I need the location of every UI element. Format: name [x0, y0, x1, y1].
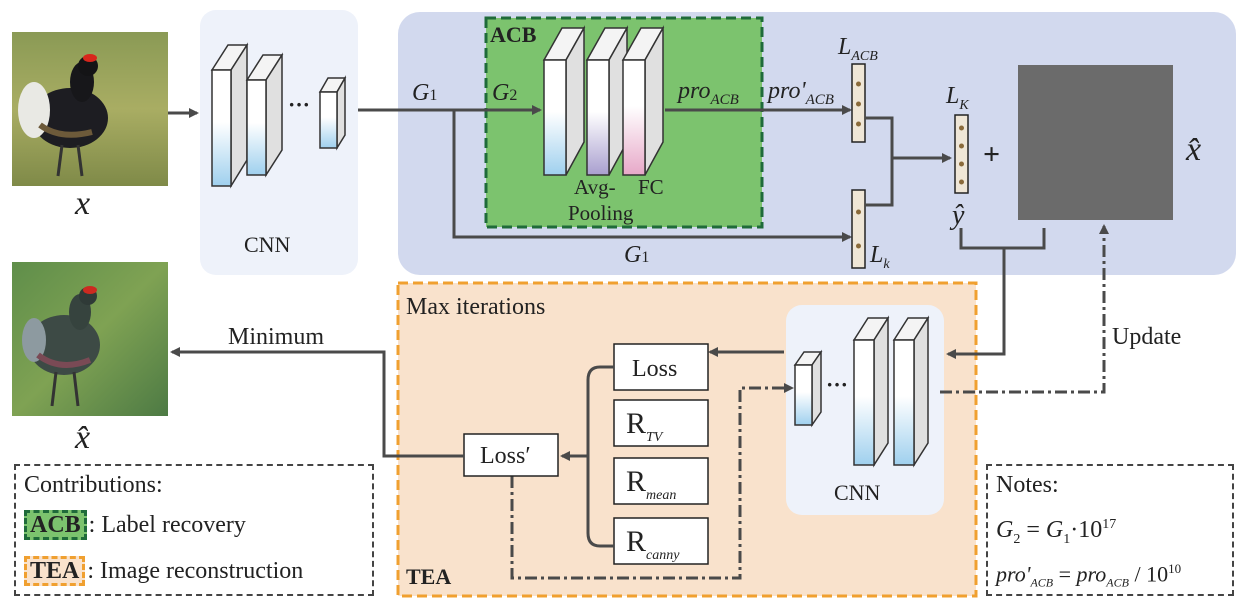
g2-label: G2: [492, 80, 517, 106]
l-acb-label: LACB: [837, 34, 878, 64]
xhat-label: x̂: [1185, 131, 1201, 168]
avgpool-label-2: Pooling: [568, 201, 634, 225]
plus-sign: +: [983, 138, 1000, 171]
arrow-lossprime-to-cnn: [510, 383, 794, 580]
acb-layers: [542, 25, 665, 176]
merge-lk: [865, 158, 894, 207]
avgpool-label-1: Avg-: [574, 175, 616, 199]
l-acb-vector: [851, 63, 866, 143]
arrow-g1-down-to-lk: [452, 110, 852, 242]
update-label: Update: [1112, 324, 1181, 350]
merge-lacb: [865, 116, 894, 158]
input-image: [12, 32, 168, 186]
max-iterations-label: Max iterations: [406, 294, 545, 320]
r-mean-text: Rmean: [626, 465, 676, 503]
acb-tag: ACB: [24, 510, 87, 540]
top-cnn-label: CNN: [244, 232, 291, 257]
tea-contribution-text: : Image reconstruction: [87, 558, 304, 584]
notes-eq1: G2 = G1·1017: [996, 517, 1117, 547]
tea-tag: TEA: [24, 556, 86, 586]
g1-label: G1: [412, 80, 437, 106]
notes-eq2: pro'ACB = proACB / 1010: [996, 561, 1182, 590]
g1-bottom-label: G1: [624, 242, 649, 268]
bottom-cnn-label: CNN: [834, 480, 881, 505]
loss-text: Loss: [632, 356, 677, 382]
xhat-to-merge: [1004, 228, 1046, 250]
top-cnn-dots: ···: [288, 92, 310, 117]
contributions-legend: Contributions: ACB: Label recovery TEA: …: [14, 464, 374, 596]
reconstructed-image: [12, 262, 168, 416]
acb-title: ACB: [490, 22, 537, 47]
contributions-acb: ACB: Label recovery: [24, 510, 246, 540]
l-k-label: Lk: [869, 242, 890, 272]
r-tv-box: [613, 399, 709, 447]
r-canny-text: Rcanny: [626, 525, 680, 563]
loss-prime-text: Loss′: [480, 443, 531, 469]
loss-box: [613, 343, 709, 391]
dummy-image-square: [1018, 65, 1173, 220]
minimum-label: Minimum: [228, 324, 324, 350]
xhat-bottom-label: x̂: [74, 419, 90, 456]
arrow-lossprime-to-output: [170, 347, 464, 458]
pro-label: proACB: [676, 78, 739, 108]
fc-label: FC: [638, 175, 664, 199]
notes-box: Notes: G2 = G1·1017 pro'ACB = proACB / 1…: [986, 464, 1234, 596]
tea-title: TEA: [406, 564, 451, 589]
contributions-title: Contributions:: [24, 472, 163, 498]
acb-contribution-text: : Label recovery: [88, 512, 246, 538]
r-mean-box: [613, 457, 709, 505]
l-K-label: LK: [945, 83, 969, 113]
l-K-vector: [954, 114, 969, 194]
r-tv-text: RTV: [626, 407, 664, 445]
contributions-tea: TEA: Image reconstruction: [24, 556, 303, 586]
x-label: x: [74, 185, 90, 222]
yhat-to-merge: [959, 228, 1004, 250]
l-k-vector: [851, 189, 866, 269]
pro-prime-label: pro'ACB: [766, 78, 834, 108]
top-cnn-layers: [210, 42, 347, 189]
bottom-cnn-layers: [793, 315, 930, 468]
loss-prime-box: [463, 433, 559, 477]
arrow-update: [940, 224, 1109, 394]
notes-title: Notes:: [996, 472, 1059, 498]
bottom-cnn-dots: ···: [826, 372, 848, 397]
arrow-merge-to-cnn: [946, 248, 1006, 359]
yhat-label: ŷ: [949, 200, 965, 231]
r-canny-box: [613, 517, 709, 565]
